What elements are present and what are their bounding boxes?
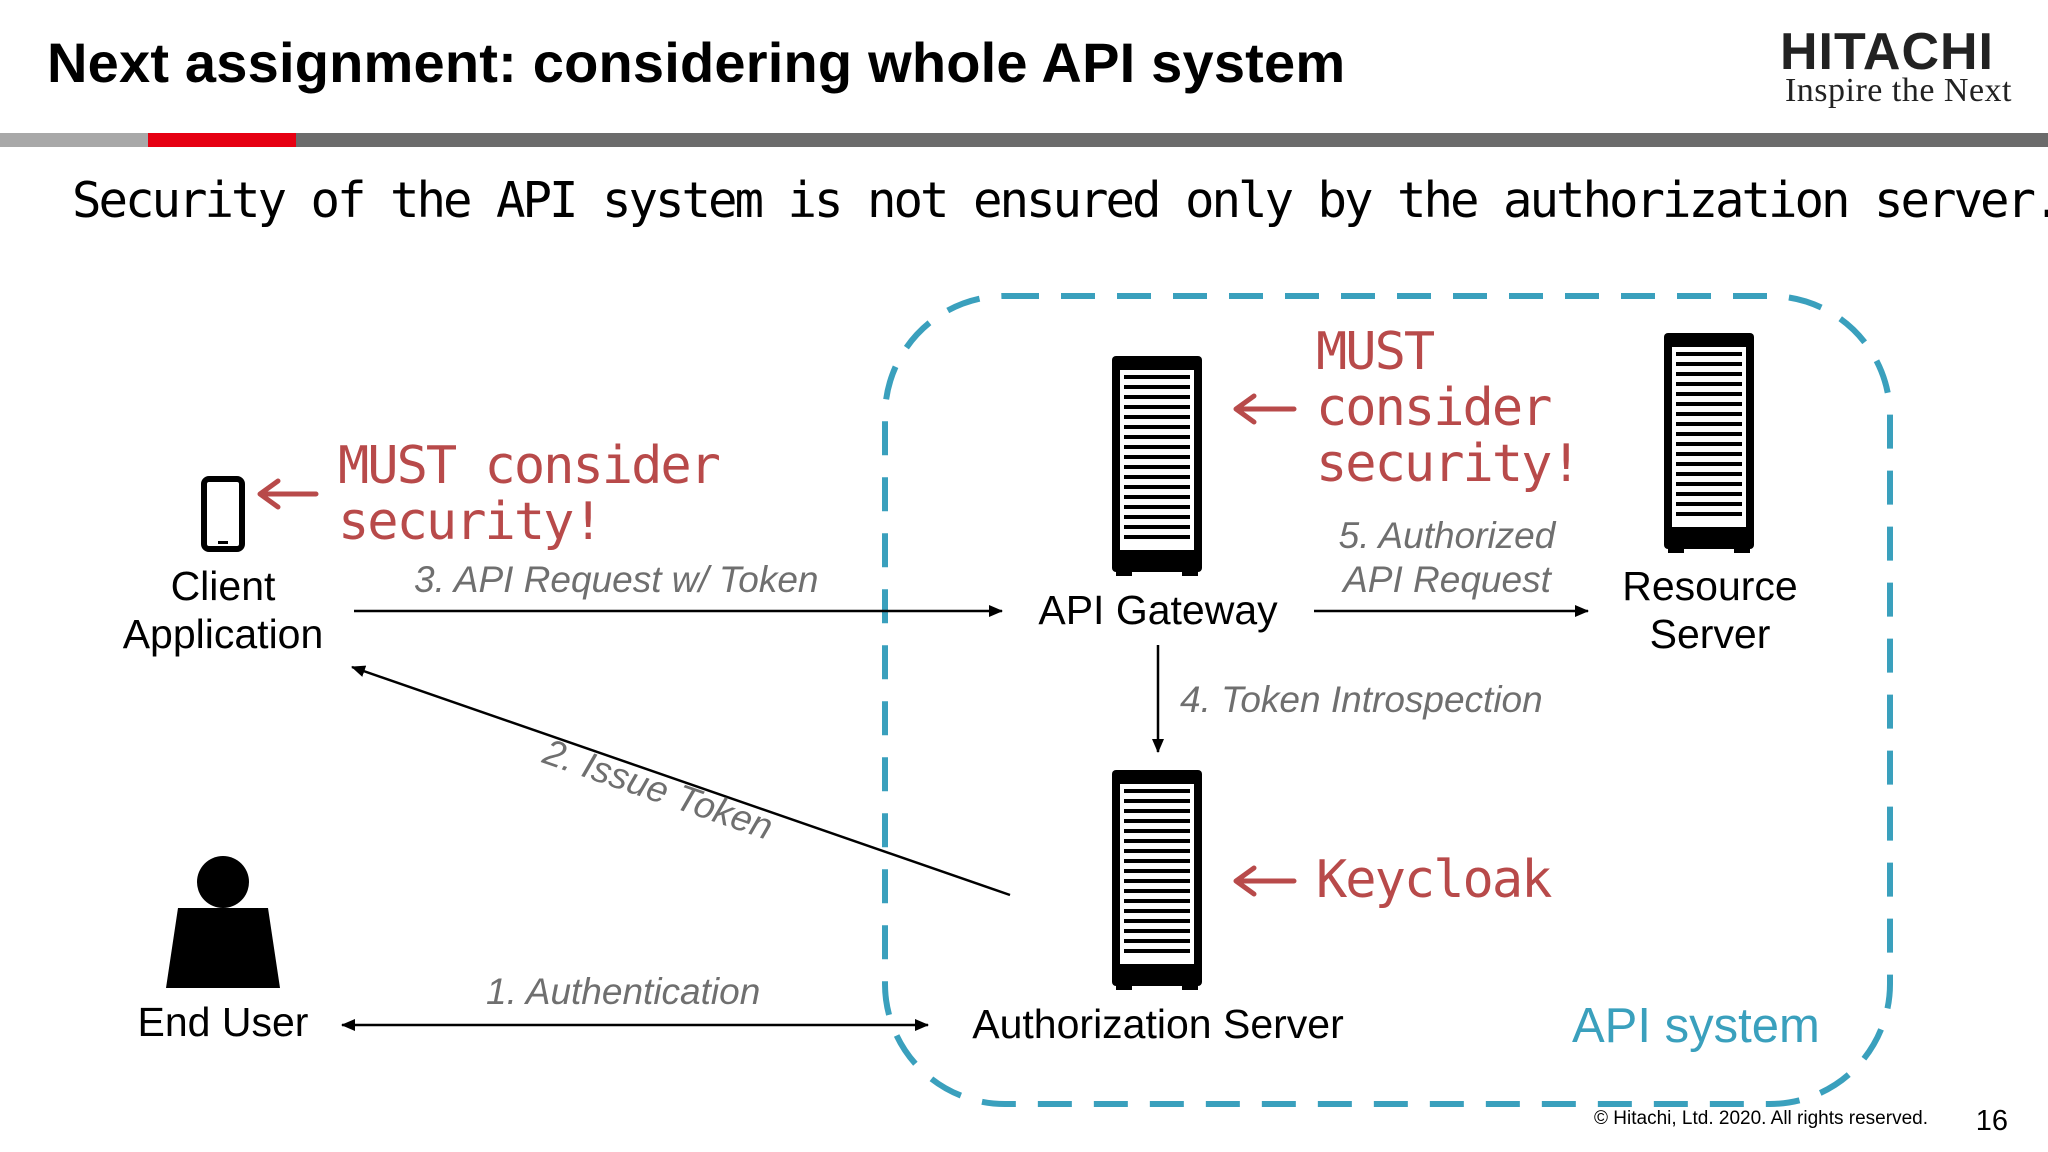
issue-token-arrow <box>351 665 1011 897</box>
resource-server-icon <box>1664 333 1754 553</box>
title-rule <box>0 133 2048 147</box>
end-user-label: End User <box>137 999 309 1045</box>
api-gateway-label: API Gateway <box>1038 587 1278 633</box>
gateway-security-note: MUST consider security! <box>1316 322 1582 494</box>
gateway-notice-arrow <box>1233 393 1297 425</box>
client-notice-arrow <box>257 478 319 510</box>
resource-server-label: Resource Server <box>1622 563 1798 657</box>
logo-tagline: Inspire the Next <box>1784 72 2012 109</box>
phone-icon <box>201 476 245 552</box>
authorized-request-label: 5. Authorized API Request <box>1338 515 1556 600</box>
introspection-label: 4. Token Introspection <box>1180 679 1543 720</box>
authorization-server-label: Authorization Server <box>972 1001 1344 1047</box>
user-icon <box>166 856 280 988</box>
title-rule-accent-gray <box>0 133 148 147</box>
api-request-label: 3. API Request w/ Token <box>414 559 819 600</box>
logo-wordmark: HITACHI <box>1779 23 1994 81</box>
api-system-boundary <box>882 293 1893 1107</box>
keycloak-note: Keycloak <box>1316 850 1552 910</box>
gateway-server-icon <box>1112 356 1202 576</box>
client-application-label: Client Application <box>122 563 324 657</box>
red-notice-arrows <box>257 393 1297 897</box>
api-system-label: API system <box>1572 999 1820 1053</box>
slide-subtitle: Security of the API system is not ensure… <box>72 172 2048 229</box>
title-rule-accent-red <box>148 133 296 147</box>
footer-copyright: © Hitachi, Ltd. 2020. All rights reserve… <box>1594 1108 1928 1129</box>
auth-server-icon <box>1112 770 1202 990</box>
slide-title: Next assignment: considering whole API s… <box>47 31 1346 94</box>
client-security-note: MUST consider security! <box>338 436 721 552</box>
authentication-label: 1. Authentication <box>486 971 761 1012</box>
page-number: 16 <box>1975 1105 2008 1137</box>
keycloak-notice-arrow <box>1233 865 1297 897</box>
hitachi-logo: HITACHI Inspire the Next <box>1712 26 2012 116</box>
